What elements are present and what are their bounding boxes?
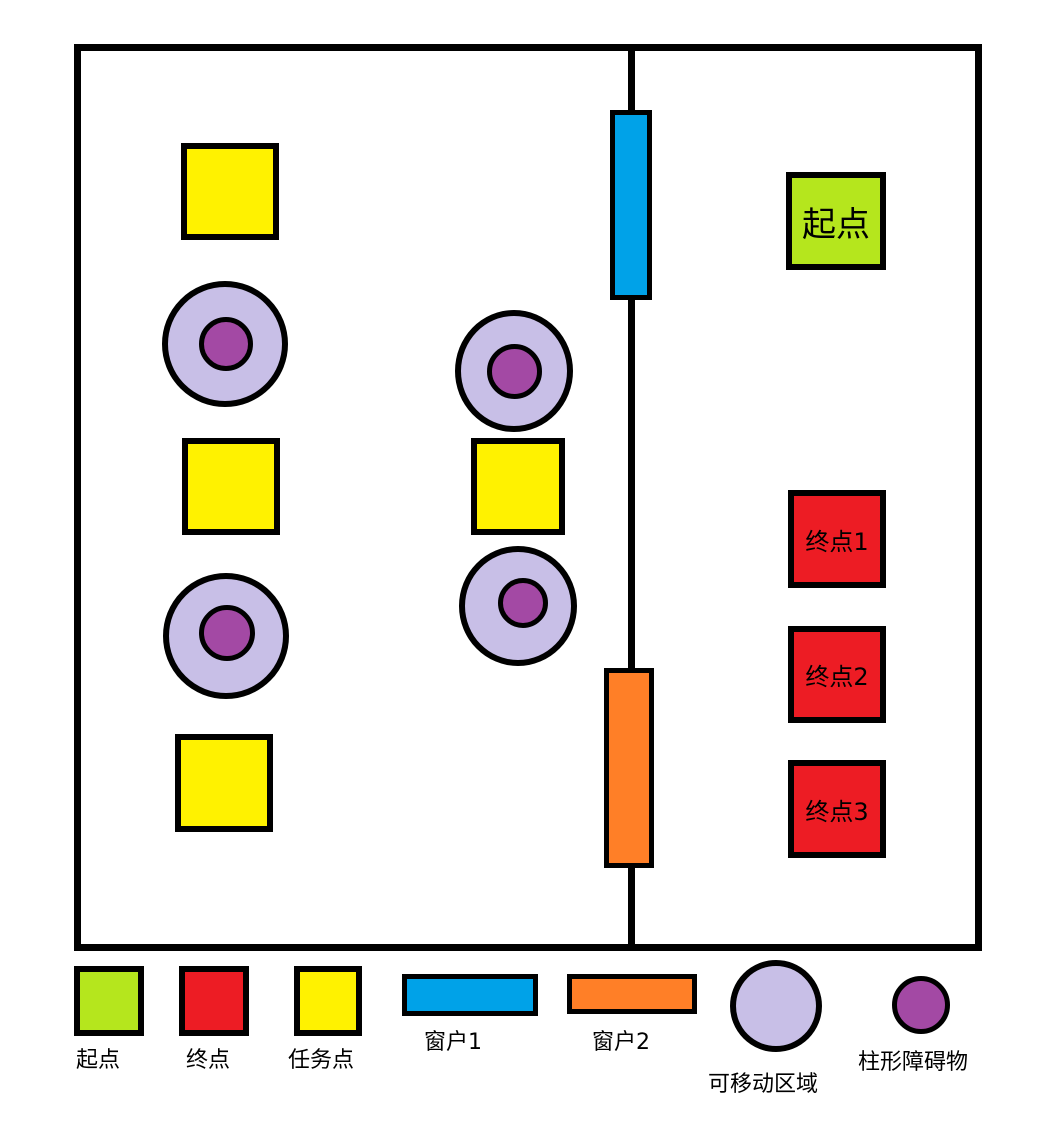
task-point [181, 143, 279, 240]
pillar-obstacle [199, 317, 253, 371]
start-point: 起点 [786, 172, 886, 270]
end-point-3-label: 终点3 [805, 797, 869, 826]
end-point-3: 终点3 [788, 760, 886, 858]
legend-window2-swatch [567, 974, 697, 1014]
window-2 [604, 668, 654, 868]
legend-window2-label: 窗户2 [592, 1030, 650, 1055]
pillar-obstacle [487, 344, 542, 399]
legend-window1-label: 窗户1 [424, 1030, 482, 1055]
legend-end-label: 终点 [186, 1048, 231, 1073]
legend-task-swatch [294, 966, 362, 1036]
legend-start-label: 起点 [76, 1048, 121, 1073]
legend-pillar-label: 柱形障碍物 [858, 1050, 969, 1075]
start-point-label: 起点 [802, 204, 870, 245]
task-point [182, 438, 280, 535]
end-point-1-label: 终点1 [805, 527, 869, 556]
legend-task-label: 任务点 [288, 1048, 355, 1073]
window-1 [610, 110, 652, 300]
pillar-obstacle [199, 605, 255, 661]
end-point-1: 终点1 [788, 490, 886, 588]
movable-zone [459, 546, 577, 666]
legend-pillar-swatch [892, 976, 950, 1034]
legend-start-swatch [74, 966, 144, 1036]
legend-window1-swatch [402, 974, 538, 1016]
end-point-2-label: 终点2 [805, 663, 869, 691]
end-point-2: 终点2 [788, 626, 886, 723]
legend-end-swatch [179, 966, 249, 1036]
center-wall [628, 44, 635, 951]
legend-movable-zone-swatch [730, 960, 822, 1052]
task-point [175, 734, 273, 832]
legend-movable-zone-label: 可移动区域 [708, 1072, 819, 1097]
movable-zone [163, 573, 289, 699]
pillar-obstacle [498, 578, 548, 628]
task-point [471, 438, 565, 535]
